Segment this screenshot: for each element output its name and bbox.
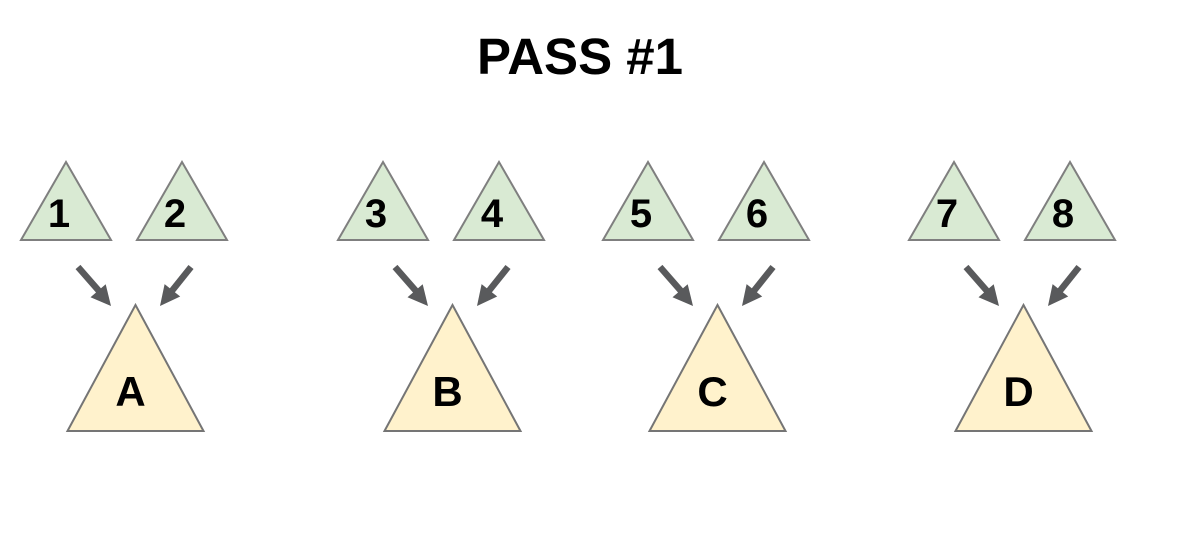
- arrow-down-left-icon: [1048, 264, 1082, 306]
- green-triangle-icon: [1023, 159, 1117, 241]
- arrow-down-left-icon: [742, 264, 776, 306]
- green-triangle-icon: [717, 159, 811, 241]
- output-triangle-c-label: C: [697, 368, 728, 415]
- input-triangle-5: 5: [601, 159, 695, 242]
- input-triangle-3-label: 3: [364, 192, 388, 236]
- arrow-down-right-icon: [963, 264, 999, 306]
- yellow-triangle-icon: [647, 302, 788, 432]
- input-triangle-4-label: 4: [480, 192, 504, 236]
- output-triangle-a: A: [65, 302, 206, 433]
- input-triangle-3: 3: [336, 159, 430, 242]
- merge-arrows: [657, 264, 776, 306]
- green-triangle-icon: [336, 159, 430, 241]
- green-triangle-icon: [19, 159, 113, 241]
- yellow-triangle-icon: [65, 302, 206, 432]
- input-triangle-2-label: 2: [163, 192, 187, 236]
- merge-group-b: 3 4 B: [336, 159, 546, 433]
- input-triangle-6: 6: [717, 159, 811, 242]
- input-triangle-1: 1: [19, 159, 113, 242]
- output-triangle-c: C: [647, 302, 788, 433]
- input-triangle-1-label: 1: [47, 192, 71, 236]
- output-triangle-b: B: [382, 302, 523, 433]
- green-triangle-icon: [452, 159, 546, 241]
- input-triangle-7: 7: [907, 159, 1001, 242]
- arrow-down-right-icon: [392, 264, 428, 306]
- input-triangle-8-label: 8: [1051, 192, 1075, 236]
- merge-group-d: 7 8 D: [907, 159, 1117, 433]
- merge-arrows: [75, 264, 194, 306]
- input-triangle-2: 2: [135, 159, 229, 242]
- yellow-triangle-icon: [382, 302, 523, 432]
- output-triangle-d: D: [953, 302, 1094, 433]
- arrow-down-left-icon: [477, 264, 511, 306]
- input-triangle-6-label: 6: [745, 192, 769, 236]
- input-triangle-7-label: 7: [935, 192, 959, 236]
- output-triangle-d-label: D: [1003, 368, 1034, 415]
- merge-group-c: 5 6 C: [601, 159, 811, 433]
- green-triangle-icon: [135, 159, 229, 241]
- green-triangle-icon: [907, 159, 1001, 241]
- arrow-down-right-icon: [75, 264, 111, 306]
- merge-arrows: [963, 264, 1082, 306]
- output-triangle-b-label: B: [432, 368, 463, 415]
- merge-group-a: 1 2 A: [19, 159, 229, 433]
- arrow-down-right-icon: [657, 264, 693, 306]
- output-triangle-a-label: A: [115, 368, 146, 415]
- arrow-down-left-icon: [160, 264, 194, 306]
- diagram-title: PASS #1: [477, 28, 683, 85]
- input-triangle-4: 4: [452, 159, 546, 242]
- input-triangle-8: 8: [1023, 159, 1117, 242]
- yellow-triangle-icon: [953, 302, 1094, 432]
- green-triangle-icon: [601, 159, 695, 241]
- input-triangle-5-label: 5: [629, 192, 653, 236]
- merge-arrows: [392, 264, 511, 306]
